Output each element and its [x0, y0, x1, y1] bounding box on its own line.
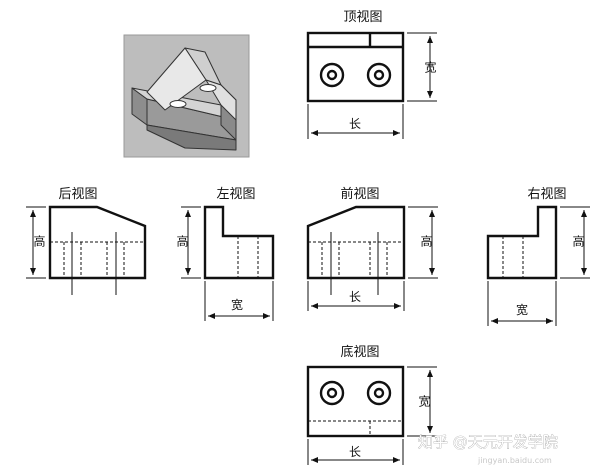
back-view-outline [48, 205, 147, 280]
bottom-view-title: 底视图 [340, 344, 379, 360]
hole-icon [366, 62, 392, 88]
width-dimension-label: 宽 [423, 60, 437, 74]
width-dimension-label: 宽 [516, 302, 528, 317]
left-view-title: 左视图 [216, 187, 255, 202]
isometric-part-icon [131, 47, 237, 151]
top-view-title: 顶视图 [343, 10, 382, 25]
isometric-view [123, 34, 250, 158]
back-view-title: 后视图 [58, 187, 97, 202]
length-dimension-label: 长 [349, 290, 361, 304]
watermark-text: 知乎 @天元开发学院 [418, 433, 558, 451]
right-view-title: 右视图 [527, 187, 566, 202]
top-view-outline [306, 31, 405, 103]
length-dimension-label: 长 [349, 117, 361, 131]
bottom-view: 底视图 宽 长 [306, 344, 437, 465]
hole-icon [319, 62, 345, 88]
back-view: 后视图 高 [26, 187, 147, 295]
front-view: 前视图 高 长 [306, 186, 438, 311]
height-dimension-label: 高 [32, 234, 46, 248]
left-view: 左视图 高 宽 [175, 187, 275, 321]
height-dimension-label: 高 [571, 234, 585, 248]
width-dimension-label: 宽 [417, 394, 431, 408]
length-dimension-label: 长 [349, 445, 361, 459]
height-dimension-label: 高 [419, 234, 433, 248]
hole-icon [319, 380, 345, 406]
watermark-subtext: jingyan.baidu.com [477, 456, 552, 465]
front-view-title: 前视图 [340, 186, 379, 202]
right-view: 右视图 高 宽 [486, 187, 590, 326]
left-view-outline [203, 205, 275, 280]
top-view: 顶视图 宽 长 [306, 10, 437, 139]
height-dimension-label: 高 [175, 234, 189, 248]
bottom-view-outline [306, 365, 405, 438]
width-dimension-label: 宽 [231, 297, 243, 312]
hole-icon [366, 380, 392, 406]
right-view-outline [486, 205, 558, 280]
watermark: 知乎 @天元开发学院 jingyan.baidu.com [418, 433, 558, 465]
